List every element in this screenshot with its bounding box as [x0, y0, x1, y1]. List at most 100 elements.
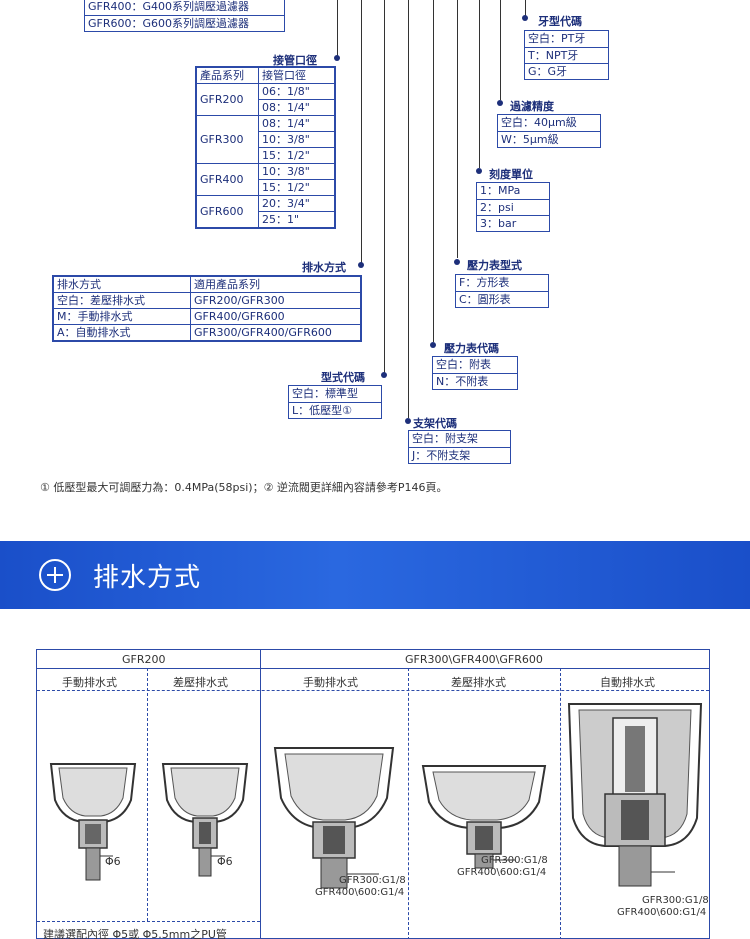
port-size: 15：1/2" — [258, 147, 335, 164]
gauge-code-table: 空白：附表 N：不附表 — [432, 356, 518, 390]
drain-mode: M：手動排水式 — [53, 308, 191, 325]
series-row: GFR600：G600系列調壓過濾器 — [85, 15, 284, 31]
thread-row: T：NPT牙 — [525, 47, 608, 63]
scale-row: 1：MPa — [480, 184, 521, 197]
drain-series: GFR200/GFR300 — [190, 292, 361, 309]
drain-header-mode: 排水方式 — [53, 276, 191, 293]
drain-diagram-panel: GFR200 GFR300\GFR400\GFR600 手動排水式 差壓排水式 … — [36, 649, 710, 939]
bracket-row: J：不附支架 — [409, 447, 510, 463]
thread-caption: 牙型代碼 — [538, 15, 582, 28]
port-label: GFR300:G1/8 — [642, 895, 709, 906]
port-series: GFR400 — [196, 163, 259, 196]
port-caption: 接管口徑 — [273, 54, 317, 67]
bracket-row: 空白：附支架 — [412, 432, 478, 445]
col-label: 差壓排水式 — [451, 676, 506, 689]
phi-label: Φ6 — [217, 855, 233, 868]
port-label: GFR300:G1/8 — [339, 875, 406, 886]
model-bullet — [381, 372, 387, 378]
port-size: 06：1/8" — [258, 83, 335, 100]
panel-rule — [37, 921, 260, 922]
gauge-code-row: N：不附表 — [433, 373, 517, 389]
gauge-code-row: 空白：附表 — [436, 358, 491, 371]
gauge-code-bullet — [430, 342, 436, 348]
drain-drawing-gfr200-differential — [161, 763, 249, 877]
connector-line — [361, 0, 362, 265]
bracket-bullet — [405, 418, 411, 424]
model-row: L：低壓型① — [289, 402, 381, 418]
panel-rule — [560, 668, 561, 939]
panel-rule — [260, 650, 261, 939]
gauge-type-table: F：方形表 C：圓形表 — [455, 274, 549, 308]
col-label: 差壓排水式 — [173, 676, 228, 689]
col-label: 手動排水式 — [62, 676, 117, 689]
drain-header-series: 適用產品系列 — [190, 276, 361, 293]
filter-table: 空白：40μm級 W：5μm級 — [497, 114, 601, 148]
col-label: 手動排水式 — [303, 676, 358, 689]
connector-line — [525, 0, 526, 16]
thread-row: 空白：PT牙 — [528, 32, 586, 45]
port-size: 10：3/8" — [258, 163, 335, 180]
port-label: GFR300:G1/8 — [481, 855, 548, 866]
thread-table: 空白：PT牙 T：NPT牙 G：G牙 — [524, 30, 609, 80]
filter-caption: 過濾精度 — [510, 100, 554, 113]
model-row: 空白：標準型 — [292, 387, 358, 400]
gauge-type-row: C：圓形表 — [456, 291, 548, 307]
port-series: GFR600 — [196, 195, 259, 228]
tube-note: 建議選配內徑 Φ5或 Φ5.5mm之PU管 — [43, 928, 227, 939]
drain-mode: A：自動排水式 — [53, 324, 191, 341]
drain-bullet — [358, 262, 364, 268]
scale-bullet — [476, 168, 482, 174]
footnote: ① 低壓型最大可調壓力為：0.4MPa(58psi)；② 逆流閥更詳細內容請參考… — [40, 481, 448, 494]
port-header-series: 產品系列 — [196, 67, 259, 84]
drain-drawing-gfr300-differential — [421, 765, 547, 869]
filter-row: W：5μm級 — [498, 131, 600, 147]
scale-row: 3：bar — [477, 215, 549, 231]
drain-series: GFR400/GFR600 — [190, 308, 361, 325]
gauge-type-bullet — [454, 259, 460, 265]
panel-rule — [147, 668, 148, 921]
drain-series: GFR300/GFR400/GFR600 — [190, 324, 361, 341]
port-size: 15：1/2" — [258, 179, 335, 196]
filter-row: 空白：40μm級 — [501, 116, 577, 129]
series-row: GFR400：G400系列調壓過濾器 — [88, 0, 250, 13]
connector-line — [384, 0, 385, 374]
thread-bullet — [522, 15, 528, 21]
panel-rule — [37, 668, 709, 669]
port-label: GFR400\600:G1/4 — [315, 887, 405, 898]
port-size: 10：3/8" — [258, 131, 335, 148]
connector-line — [457, 0, 458, 258]
panel-rule — [37, 690, 709, 691]
port-header-size: 接管口徑 — [258, 67, 335, 84]
connector-line — [433, 0, 434, 342]
series-table-partial: GFR400：G400系列調壓過濾器 GFR600：G600系列調壓過濾器 — [84, 0, 285, 32]
bracket-caption: 支架代碼 — [413, 417, 457, 430]
thread-row: G：G牙 — [525, 63, 608, 79]
col-label: 自動排水式 — [600, 676, 655, 689]
drain-drawing-gfr300-manual — [273, 747, 395, 889]
group-gfr300-600: GFR300\GFR400\GFR600 — [405, 653, 543, 666]
model-caption: 型式代碼 — [321, 371, 365, 384]
scale-caption: 刻度單位 — [489, 168, 533, 181]
gauge-type-caption: 壓力表型式 — [467, 259, 522, 272]
model-table: 空白：標準型 L：低壓型① — [288, 385, 382, 419]
filter-bullet — [497, 100, 503, 106]
section-banner: 排水方式 — [0, 541, 750, 609]
drain-mode: 空白：差壓排水式 — [53, 292, 191, 309]
port-size: 20：3/4" — [258, 195, 335, 212]
port-series: GFR300 — [196, 115, 259, 164]
bracket-table: 空白：附支架 J：不附支架 — [408, 430, 511, 464]
phi-label: Φ6 — [105, 855, 121, 868]
drain-caption: 排水方式 — [302, 261, 346, 274]
gauge-type-row: F：方形表 — [459, 276, 510, 289]
drain-drawing-gfr300-auto — [567, 703, 703, 887]
scale-row: 2：psi — [477, 199, 549, 215]
plus-circle-icon — [39, 559, 71, 591]
connector-line — [500, 0, 501, 100]
scale-table: 1：MPa 2：psi 3：bar — [476, 182, 550, 232]
connector-line — [479, 0, 480, 168]
drain-drawing-gfr200-manual — [49, 763, 137, 881]
port-size: 08：1/4" — [258, 115, 335, 132]
section-title: 排水方式 — [93, 563, 202, 593]
